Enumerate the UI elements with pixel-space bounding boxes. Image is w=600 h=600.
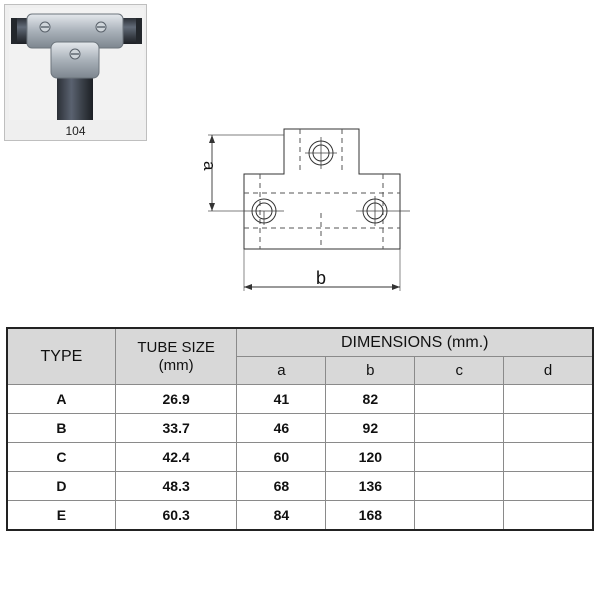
product-code: 104 (65, 124, 86, 138)
cell-b: 136 (325, 471, 416, 501)
cell-a: 68 (236, 471, 327, 501)
cell-tube: 60.3 (114, 500, 238, 531)
cell-b: 120 (325, 442, 416, 472)
cell-tube: 26.9 (114, 384, 238, 414)
header-a: a (236, 356, 327, 385)
cell-a: 60 (236, 442, 327, 472)
cell-a: 41 (236, 384, 327, 414)
cell-b: 82 (325, 384, 416, 414)
dimension-label-a: a (200, 161, 219, 171)
cell-a: 84 (236, 500, 327, 531)
technical-drawing: a b (200, 128, 410, 291)
table-row: E 60.3 84 168 (6, 500, 594, 531)
cell-d (503, 471, 594, 501)
cell-tube: 48.3 (114, 471, 238, 501)
cell-c (414, 500, 505, 531)
cell-c (414, 413, 505, 443)
cell-type: B (6, 413, 116, 443)
header-d: d (503, 356, 594, 385)
tee-fitting-image (9, 8, 144, 120)
hole-left (251, 198, 277, 224)
header-b: b (325, 356, 416, 385)
cell-d (503, 413, 594, 443)
table-row: C 42.4 60 120 (6, 442, 594, 472)
cell-c (414, 471, 505, 501)
cell-b: 92 (325, 413, 416, 443)
cell-type: A (6, 384, 116, 414)
cell-tube: 33.7 (114, 413, 238, 443)
hole-top (308, 140, 334, 166)
table-row: B 33.7 46 92 (6, 413, 594, 443)
header-dimensions: DIMENSIONS (mm.) (236, 327, 594, 357)
header-tube-size: TUBE SIZE (mm) (114, 327, 238, 385)
cell-d (503, 500, 594, 531)
dimension-label-b: b (316, 268, 326, 288)
fitting-outline (243, 128, 401, 250)
cell-c (414, 442, 505, 472)
cell-d (503, 384, 594, 414)
cell-type: C (6, 442, 116, 472)
cell-a: 46 (236, 413, 327, 443)
header-c: c (414, 356, 505, 385)
header-tube-line2: (mm) (158, 356, 194, 374)
table-row: D 48.3 68 136 (6, 471, 594, 501)
cell-type: D (6, 471, 116, 501)
header-tube-line1: TUBE SIZE (137, 338, 215, 356)
product-photo: 104 (4, 4, 147, 141)
header-type: TYPE (6, 327, 116, 385)
dimensions-table: TYPE TUBE SIZE (mm) DIMENSIONS (mm.) a b… (6, 327, 594, 531)
table-row: A 26.9 41 82 (6, 384, 594, 414)
cell-d (503, 442, 594, 472)
cell-c (414, 384, 505, 414)
cell-b: 168 (325, 500, 416, 531)
cell-tube: 42.4 (114, 442, 238, 472)
cell-type: E (6, 500, 116, 531)
hole-right (362, 198, 388, 224)
